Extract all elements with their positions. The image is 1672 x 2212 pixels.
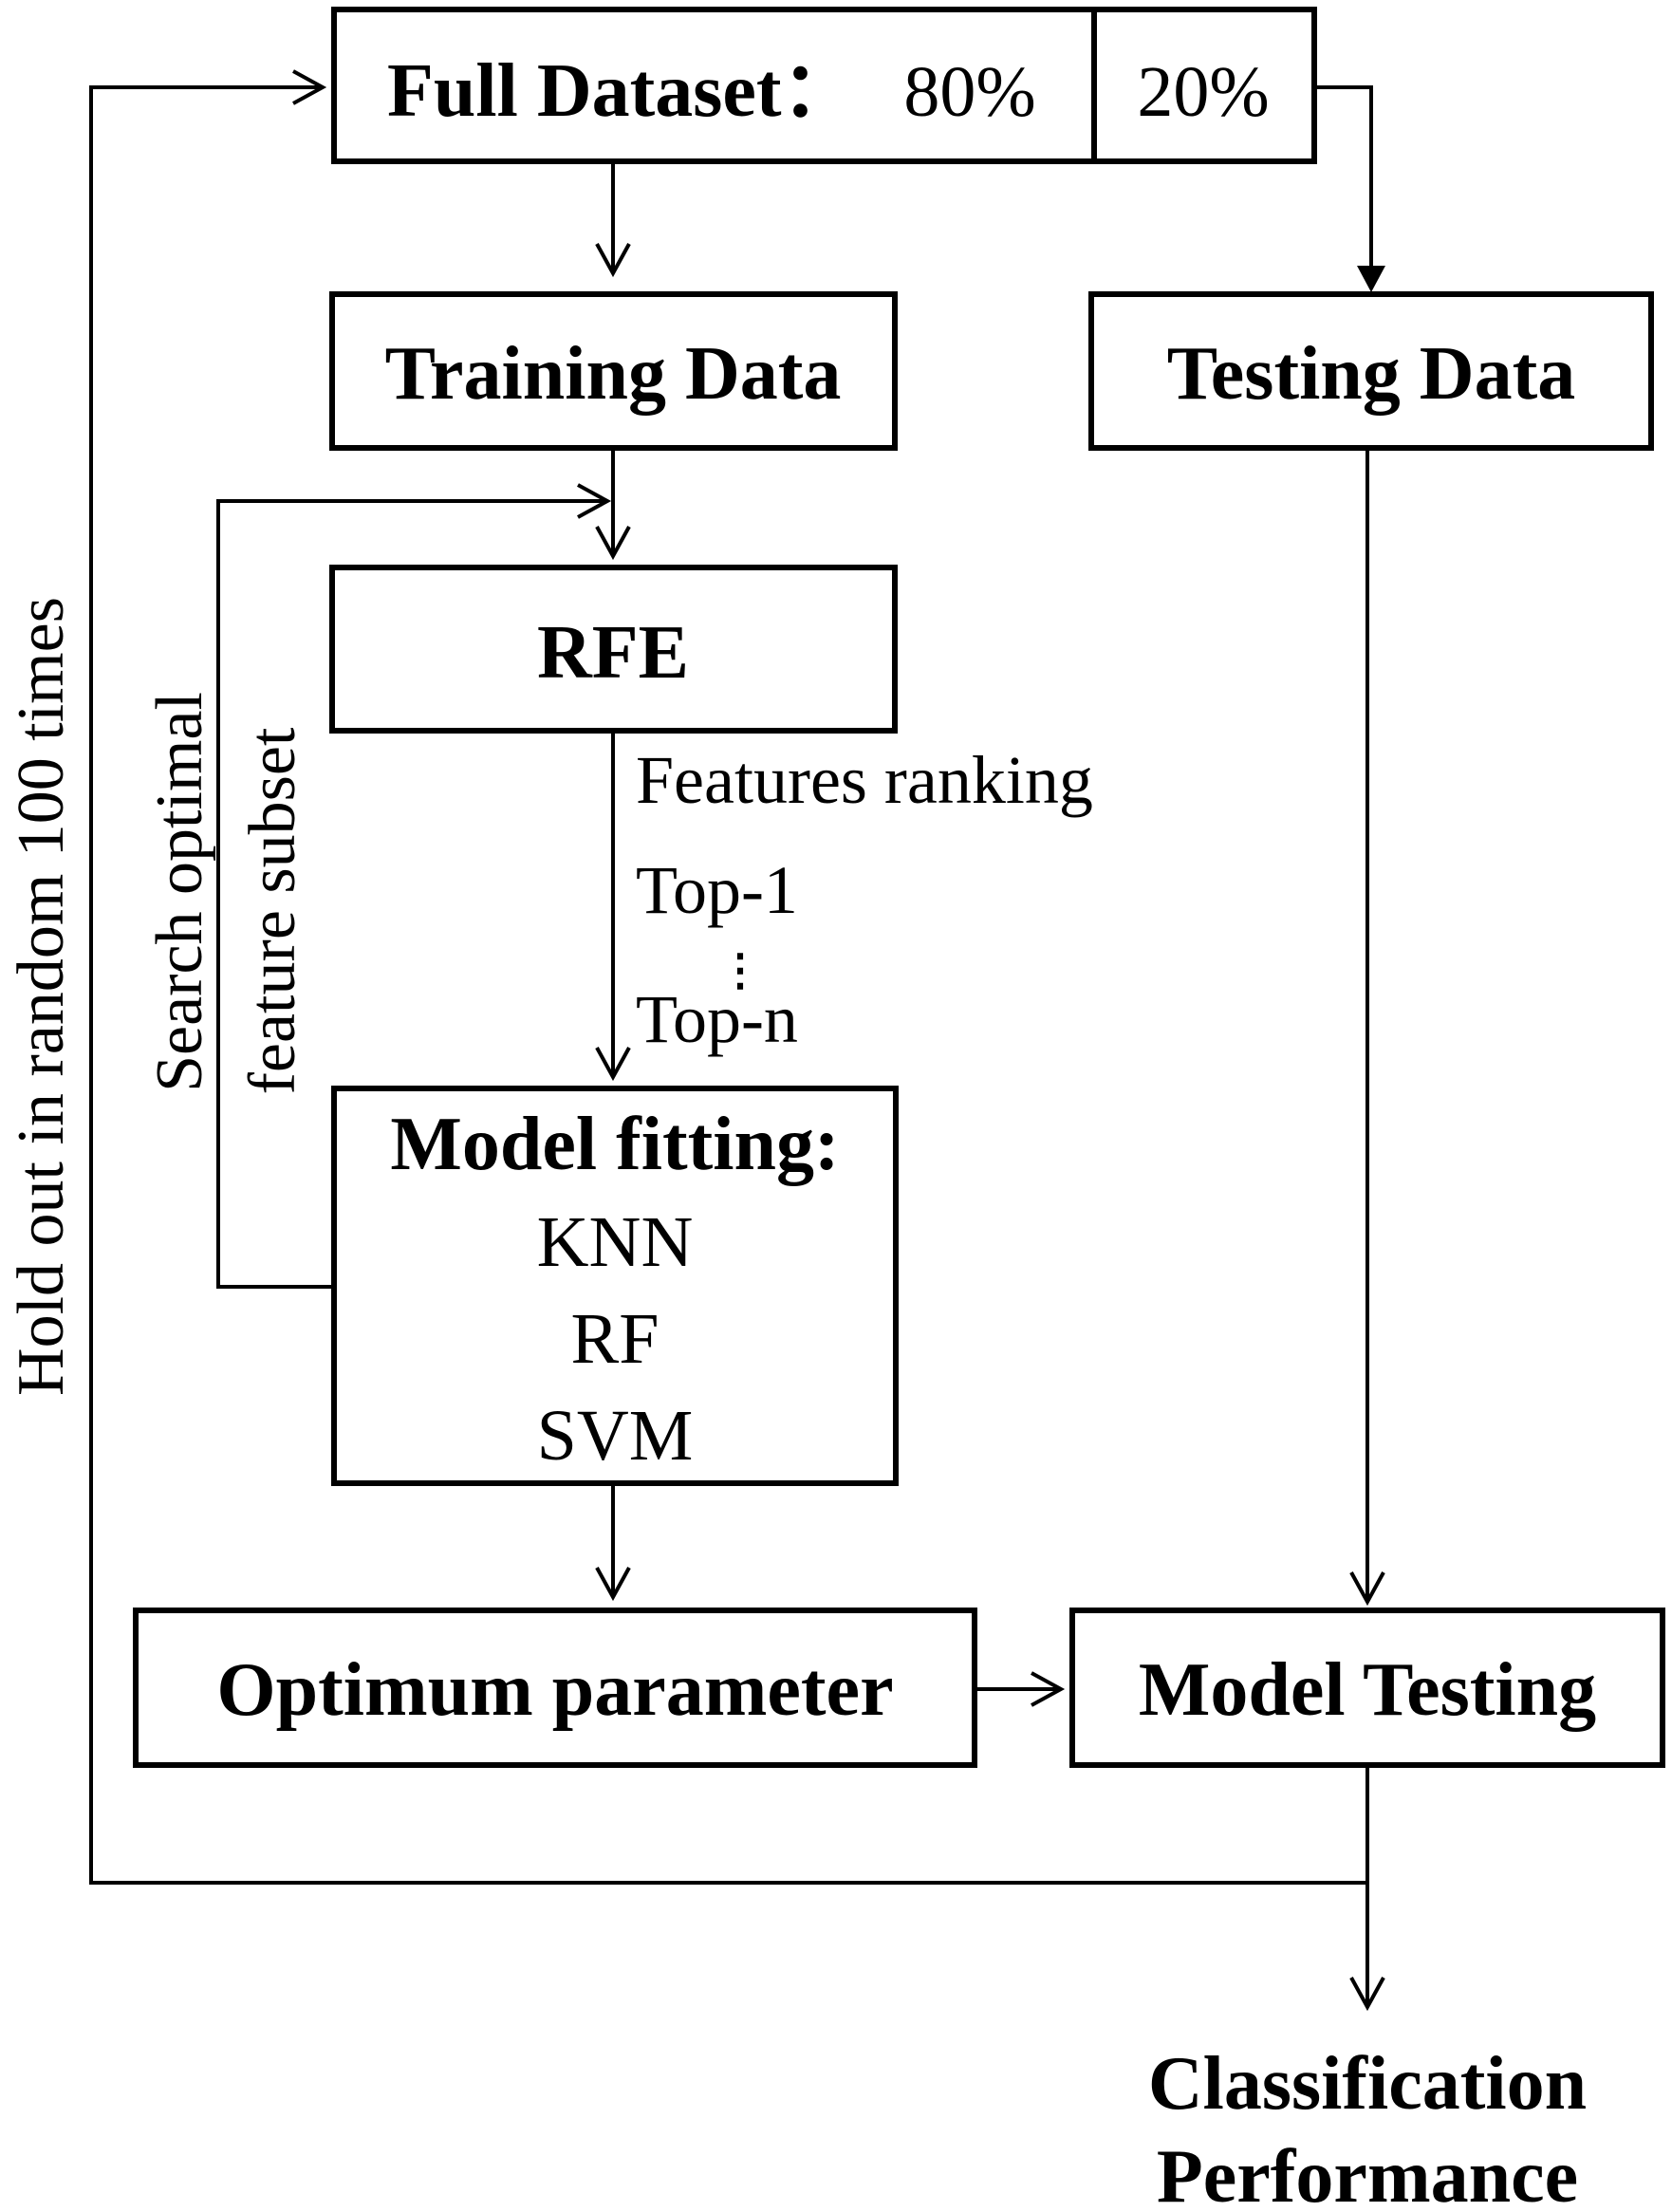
arrowhead-model-testing bbox=[1349, 1571, 1385, 1607]
rfe-box: RFE bbox=[329, 565, 898, 734]
optimum-parameter-box: Optimum parameter bbox=[133, 1608, 977, 1768]
top-1-label: Top-1 bbox=[636, 852, 798, 928]
result-line-1: Classification bbox=[1148, 2042, 1587, 2126]
arrowhead-optimum-to-testing bbox=[1031, 1671, 1066, 1707]
full-dataset-box: Full Dataset： 80% 20% bbox=[331, 7, 1317, 164]
model-testing-box: Model Testing bbox=[1069, 1608, 1665, 1768]
arrowhead-holdout-loop bbox=[292, 69, 327, 105]
full-dataset-label: Full Dataset： bbox=[387, 49, 858, 133]
arrowhead-rfe bbox=[595, 526, 631, 561]
arrowhead-model-fitting bbox=[595, 1047, 631, 1082]
model-fitting-box: Model fitting: KNN RF SVM bbox=[331, 1086, 899, 1486]
feature-subset-label: feature subset bbox=[236, 727, 309, 1094]
search-optimal-label: Search optimal bbox=[143, 692, 216, 1092]
training-data-box: Training Data bbox=[329, 291, 898, 451]
arrowhead-optimum bbox=[595, 1567, 631, 1602]
optimum-parameter-label: Optimum parameter bbox=[216, 1648, 893, 1732]
testing-data-box: Testing Data bbox=[1088, 291, 1654, 451]
connectors bbox=[89, 69, 1385, 2012]
training-data-label: Training Data bbox=[385, 332, 842, 416]
model-rf: RF bbox=[571, 1299, 660, 1379]
model-testing-label: Model Testing bbox=[1139, 1648, 1596, 1732]
arrowhead-result bbox=[1349, 1977, 1385, 2012]
model-svm: SVM bbox=[537, 1396, 694, 1476]
rfe-label: RFE bbox=[537, 611, 689, 695]
ranking-ellipsis: ⋮ bbox=[718, 946, 762, 994]
connector-search-loop bbox=[216, 499, 607, 1289]
connector-split-to-testing bbox=[1316, 85, 1373, 270]
testing-data-label: Testing Data bbox=[1167, 332, 1575, 416]
connector-holdout-loop bbox=[89, 85, 1367, 1885]
model-fitting-title: Model fitting: bbox=[390, 1103, 839, 1186]
test-split-percent: 20% bbox=[1137, 52, 1269, 132]
arrowhead-search-loop bbox=[577, 483, 612, 519]
top-n-label: Top-n bbox=[636, 981, 798, 1057]
holdout-label: Hold out in random 100 times bbox=[5, 597, 78, 1396]
model-knn: KNN bbox=[537, 1202, 694, 1282]
arrowhead-testing bbox=[1357, 266, 1385, 292]
arrowhead-training bbox=[595, 243, 631, 278]
features-ranking-label: Features ranking bbox=[636, 742, 1093, 818]
train-split-percent: 80% bbox=[903, 52, 1035, 132]
result-line-2: Performance bbox=[1157, 2135, 1578, 2212]
